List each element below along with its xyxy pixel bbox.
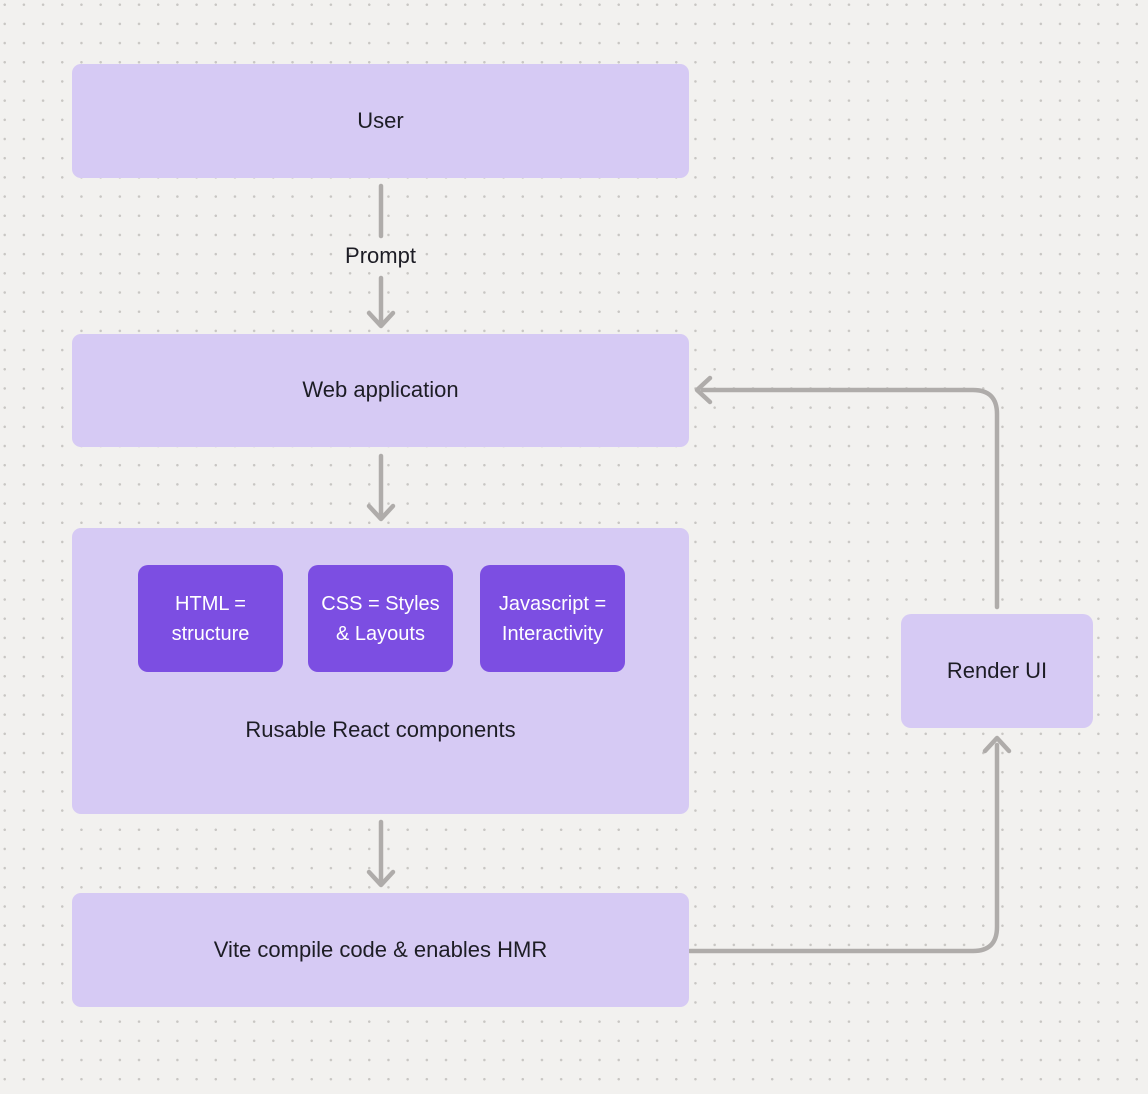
- node-vite-label: Vite compile code & enables HMR: [213, 936, 548, 962]
- node-vite[interactable]: Vite compile code & enables HMR: [72, 893, 689, 1007]
- node-components-group-label: Rusable React components: [245, 717, 516, 742]
- arrowhead-left-webapp-icon: [694, 375, 713, 405]
- arrowhead-down-group-icon: [366, 503, 396, 522]
- node-user[interactable]: User: [72, 64, 689, 178]
- node-javascript[interactable]: Javascript = Interactivity: [480, 565, 625, 672]
- node-html-label: HTML = structure: [171, 592, 250, 645]
- node-components-group[interactable]: HTML = structure CSS = Styles & Layouts …: [72, 528, 689, 814]
- arrowhead-down-vite-icon: [366, 869, 396, 888]
- node-html[interactable]: HTML = structure: [138, 565, 283, 672]
- node-render-ui-label: Render UI: [946, 657, 1048, 683]
- arrowhead-down-webapp-icon: [366, 310, 396, 329]
- node-javascript-label: Javascript = Interactivity: [498, 592, 607, 645]
- node-render-ui[interactable]: Render UI: [901, 614, 1093, 728]
- node-web-application[interactable]: Web application: [72, 334, 689, 447]
- connector-renderui-to-webapp-line: [700, 387, 1000, 610]
- edge-label-prompt: Prompt: [345, 243, 416, 268]
- node-css-label: CSS = Styles & Layouts: [321, 592, 440, 645]
- node-css[interactable]: CSS = Styles & Layouts: [308, 565, 453, 672]
- connector-vite-to-renderui-line: [687, 742, 1000, 954]
- node-user-label: User: [357, 107, 404, 133]
- node-web-application-label: Web application: [302, 377, 459, 403]
- arrowhead-up-renderui-icon: [982, 735, 1012, 754]
